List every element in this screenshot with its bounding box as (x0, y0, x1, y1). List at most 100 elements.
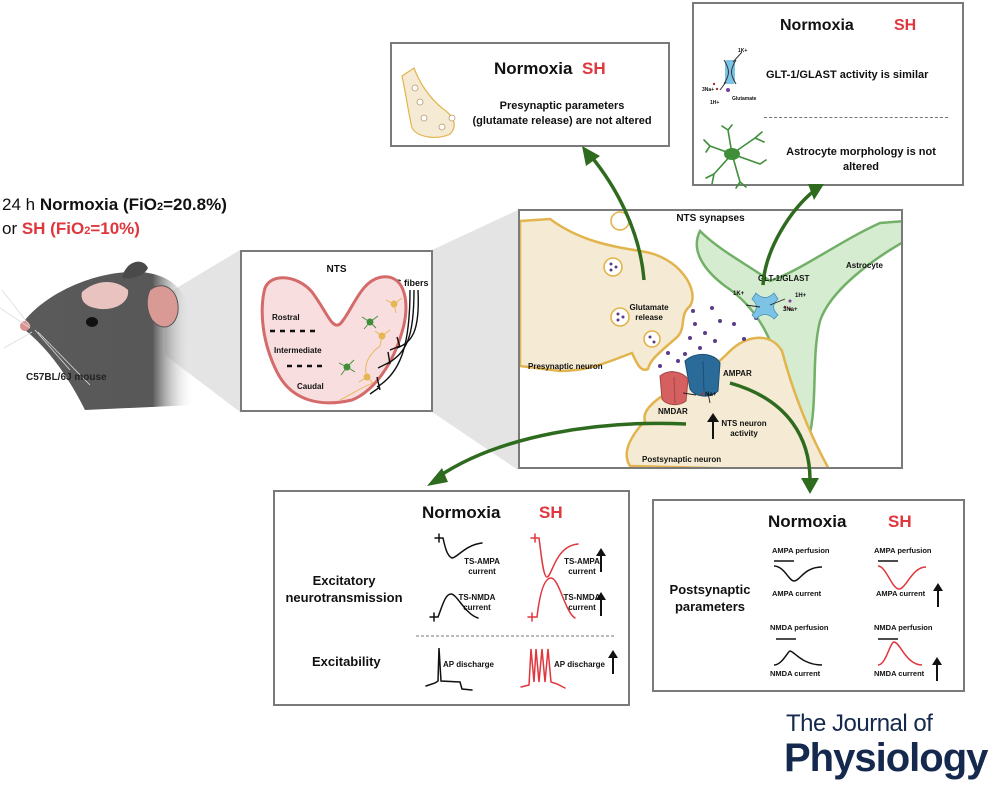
nmda-line2: current (463, 603, 491, 612)
mouse-strain-label: C57BL/6J mouse (26, 372, 107, 383)
presynaptic-terminal-icon (401, 67, 456, 138)
sh-nmda-trace (527, 577, 576, 619)
sh-header: SH (888, 512, 912, 531)
normoxia-ap-label: AP discharge (443, 660, 494, 669)
presynaptic-finding: Presynaptic parameters (glutamate releas… (462, 99, 662, 129)
normoxia-ampa-current-label: AMPA current (772, 589, 822, 598)
transporter-finding: GLT-1/GLAST activity is similar (766, 69, 929, 81)
neuron-glyphs (339, 297, 403, 401)
glt1-glast-transporter-icon (712, 51, 743, 92)
nmda-line1: TS-NMDA (563, 593, 601, 602)
postsynaptic-label-line1: Postsynaptic (669, 582, 751, 597)
normoxia-nmda-current-label: NMDA current (770, 669, 821, 678)
divider (764, 117, 948, 118)
h-ion-label: 1H+ (710, 100, 720, 106)
na-ion-label: 3Na+ (702, 87, 715, 93)
na3-ion-label: 3Na+ (783, 307, 798, 313)
sh-nmda-trace (877, 641, 923, 666)
ampa-line1: TS-AMPA (464, 557, 500, 566)
normoxia-ampa-perfusion-label: AMPA perfusion (772, 546, 830, 555)
nmdar-receptor (659, 371, 704, 406)
postsynaptic-neuron-label: Postsynaptic neuron (642, 455, 722, 464)
ampa-line2: current (468, 567, 496, 576)
normoxia-header: Normoxia (422, 503, 501, 522)
excitatory-label-line1: Excitatory (312, 573, 376, 588)
condition-or: or (2, 219, 22, 238)
excitatory-label-line2: neurotransmission (285, 590, 403, 605)
condition-heading: 24 h Normoxia (FiO2=20.8%) or SH (FiO2=1… (2, 194, 227, 242)
morphology-finding: Astrocyte morphology is not altered (766, 145, 956, 175)
sh-ap-trace (520, 648, 566, 689)
astrocyte-icon (703, 124, 767, 189)
sh-ampa-trace (877, 565, 927, 590)
mouse-illustration (0, 261, 195, 410)
nts-shape (260, 275, 420, 405)
sh-nmda-perfusion-label: NMDA perfusion (874, 623, 933, 632)
presynaptic-neuron-label: Presynaptic neuron (528, 362, 603, 371)
transporter-label: GLT-1/GLAST (758, 274, 810, 283)
activity-line2: activity (730, 429, 758, 438)
region-intermediate: Intermediate (274, 346, 322, 355)
normoxia-header: Normoxia (780, 17, 854, 34)
k-ion-label: 1K+ (738, 48, 748, 54)
nts-panel: NTS TS fibers Rostral Intermediate Cauda… (240, 250, 433, 412)
nts-synapses-panel: NTS synapses Astrocyte GLT-1/GLAST 1K+ 1… (518, 209, 903, 469)
excitatory-traces (416, 533, 618, 691)
increase-arrow-icons (596, 548, 618, 674)
morphology-finding-line1: Astrocyte morphology is not (786, 146, 936, 158)
ampar-label: AMPAR (723, 369, 752, 378)
morphology-finding-line2: altered (842, 161, 880, 173)
normoxia-ampa-trace (434, 537, 483, 559)
normoxia-nmda-perfusion-label: NMDA perfusion (770, 623, 829, 632)
normoxia-ap-trace (425, 647, 473, 691)
astrocyte-result-box: Normoxia SH 1K+ 3Na+ 1H+ Glutamate GLT-1… (692, 2, 964, 189)
sh-ampa-current-label: AMPA current (876, 589, 926, 598)
ampa-line2: current (568, 567, 596, 576)
postsynaptic-result-box: Normoxia SH Postsynaptic parameters AMPA… (652, 499, 965, 692)
activity-label: NTS neuron activity (716, 419, 772, 439)
k-ion-label: 1K+ (733, 291, 745, 297)
increase-arrow-icons (932, 583, 943, 681)
presynaptic-finding-line1: Presynaptic parameters (499, 100, 625, 112)
ampar-receptor (684, 354, 721, 404)
normoxia-header: Normoxia (494, 59, 573, 78)
ampa-line1: TS-AMPA (564, 557, 600, 566)
nmda-line1: TS-NMDA (458, 593, 496, 602)
sh-condition: SH (FiO2=10%) (21, 219, 140, 238)
normoxia-nmda-trace (773, 650, 823, 666)
sh-ap-label: AP discharge (554, 660, 605, 669)
journal-logo: The Journal of Physiology (784, 710, 988, 780)
postsynaptic-parameters-label: Postsynaptic parameters (660, 581, 760, 615)
excitability-label: Excitability (312, 654, 381, 669)
normoxia-header: Normoxia (768, 512, 847, 531)
glt1-glast-transporter (745, 292, 792, 320)
glutamate-release-line1: Glutamate (629, 303, 669, 312)
synapse-panel-title: NTS synapses (676, 213, 745, 224)
h-ion-label: 1H+ (795, 293, 807, 299)
glutamate-release-line2: release (635, 313, 663, 322)
activity-line1: NTS neuron (721, 419, 767, 428)
ts-fibers-label: TS fibers (390, 278, 429, 288)
journal-logo-line1: The Journal of (786, 710, 933, 737)
region-rostral: Rostral (272, 313, 300, 322)
sh-header: SH (582, 59, 606, 78)
nmda-line2: current (568, 603, 596, 612)
normoxia-nmda-trace (429, 593, 479, 619)
nts-panel-title: NTS (326, 264, 347, 275)
sh-header: SH (894, 17, 917, 34)
condition-normoxia: 24 h Normoxia (FiO2=20.8%) (2, 194, 227, 218)
excitatory-result-box: Normoxia SH Excitatory neurotransmission… (273, 490, 630, 706)
glutamate-release-label: Glutamate release (624, 303, 674, 323)
sh-header: SH (539, 503, 563, 522)
condition-sh: or SH (FiO2=10%) (2, 218, 227, 242)
na-ion-label: Na+ (705, 392, 717, 398)
sh-ampa-perfusion-label: AMPA perfusion (874, 546, 932, 555)
astrocyte-label: Astrocyte (846, 261, 883, 270)
synapse-illustration (520, 211, 901, 467)
journal-logo-line2: Physiology (784, 736, 988, 780)
